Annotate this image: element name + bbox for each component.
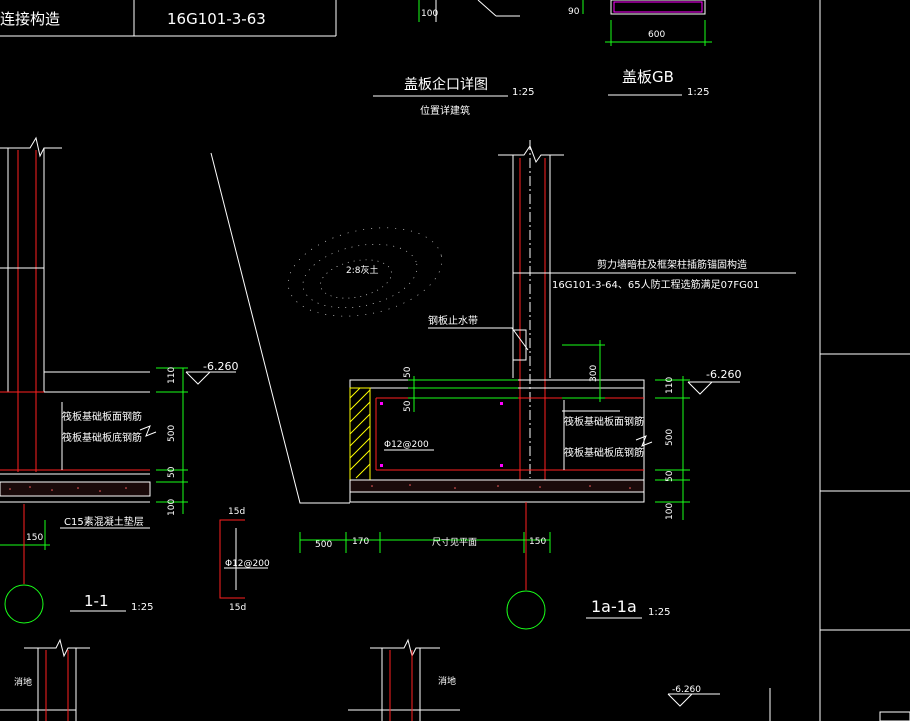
cushion-dots-center <box>371 484 631 489</box>
s1a-label: 1a-1a <box>591 597 637 616</box>
s1a-dim-300: 300 <box>589 365 599 382</box>
side-hatch <box>349 387 371 479</box>
s1a-hdim-plan: 尺寸见平面 <box>432 536 477 548</box>
s1a-dim-50b: 50 <box>403 400 413 412</box>
s11-label: 1-1 <box>84 592 109 610</box>
rebar-detail-spec: Φ12@200 <box>225 559 270 569</box>
bottom-mid-note: 消地 <box>438 675 456 687</box>
bottom-fragments: 消地 消地 -6.260 <box>0 638 771 721</box>
rebar-detail-top: 15d <box>228 507 245 517</box>
rebar-dots <box>380 402 503 467</box>
wall-anchor-ref: 16G101-3-64、65人防工程选筋满足07FG01 <box>552 278 760 291</box>
s1a-scale: 1:25 <box>648 607 670 618</box>
s11-dim-50: 50 <box>167 466 177 478</box>
section-1a-1a: 钢板止水带 剪力墙暗柱及框架柱插筋锚固构造 16G101-3-64、65人防工程… <box>299 140 796 630</box>
s11-dim-110: 110 <box>167 367 177 384</box>
top-fragments: 100 90 600 <box>418 0 712 46</box>
s1a-hdim-150: 150 <box>529 537 546 547</box>
title-block: 连接构造 16G101-3-63 <box>0 0 337 37</box>
bottom-elevation: -6.260 <box>672 685 701 695</box>
wall-anchor-note: 剪力墙暗柱及框架柱插筋锚固构造 <box>597 258 747 271</box>
s1a-bottom-rebar-note: 筏板基础板底钢筋 <box>564 446 644 459</box>
s11-elevation: -6.260 <box>203 360 238 373</box>
gb-dim-600: 600 <box>648 30 665 40</box>
s11-bottom-rebar-note: 筏板基础板底钢筋 <box>62 431 142 444</box>
s11-dim-150: 150 <box>26 533 43 543</box>
s1a-dim-100: 100 <box>665 503 675 520</box>
title-block-ref: 16G101-3-63 <box>167 10 266 28</box>
svg-text:1:25: 1:25 <box>687 87 709 98</box>
excavation-slope <box>210 152 350 504</box>
right-frame <box>819 0 910 721</box>
svg-text:盖板企口详图: 盖板企口详图 <box>404 76 488 93</box>
svg-text:1:25: 1:25 <box>512 87 534 98</box>
rebar-spec: Φ12@200 <box>384 440 429 450</box>
s1a-dim-110: 110 <box>665 377 675 394</box>
rebar-detail: 15d Φ12@200 15d <box>219 507 270 613</box>
s1a-hdim-170: 170 <box>352 537 369 547</box>
cushion-dots-left <box>9 486 127 492</box>
s11-cushion-note: C15素混凝土垫层 <box>64 515 144 528</box>
svg-text:盖板GB: 盖板GB <box>622 68 674 86</box>
s11-dim-500: 500 <box>167 425 177 442</box>
s11-dim-100: 100 <box>167 499 177 516</box>
s1a-dim-50: 50 <box>665 470 675 482</box>
detail-gaiban-kou-title: 盖板企口详图 1:25 位置详建筑 <box>373 76 534 117</box>
s1a-hdim-500: 500 <box>315 540 332 550</box>
backfill-note: 2:8灰土 <box>346 264 379 276</box>
section-1-1: 筏板基础板面钢筋 筏板基础板底钢筋 C15素混凝土垫层 110 500 50 1… <box>0 136 238 624</box>
title-block-left-text: 连接构造 <box>0 10 60 28</box>
bottom-left-note: 消地 <box>14 676 32 688</box>
gb-dim-90: 90 <box>568 7 580 17</box>
svg-text:位置详建筑: 位置详建筑 <box>420 104 470 117</box>
detail-gaiban-gb-title: 盖板GB 1:25 <box>608 68 709 98</box>
s1a-dim-500: 500 <box>665 429 675 446</box>
water-stop-note: 钢板止水带 <box>428 314 478 327</box>
s1a-dim-50a: 50 <box>403 366 413 378</box>
backfill-dots: 2:8灰土 <box>287 227 443 317</box>
s11-top-rebar-note: 筏板基础板面钢筋 <box>62 410 142 423</box>
s11-scale: 1:25 <box>131 602 153 613</box>
s1a-top-rebar-note: 筏板基础板面钢筋 <box>564 415 644 428</box>
top-dim-100: 100 <box>421 9 438 19</box>
rebar-detail-bottom: 15d <box>229 603 246 613</box>
s1a-elevation: -6.260 <box>706 368 741 381</box>
